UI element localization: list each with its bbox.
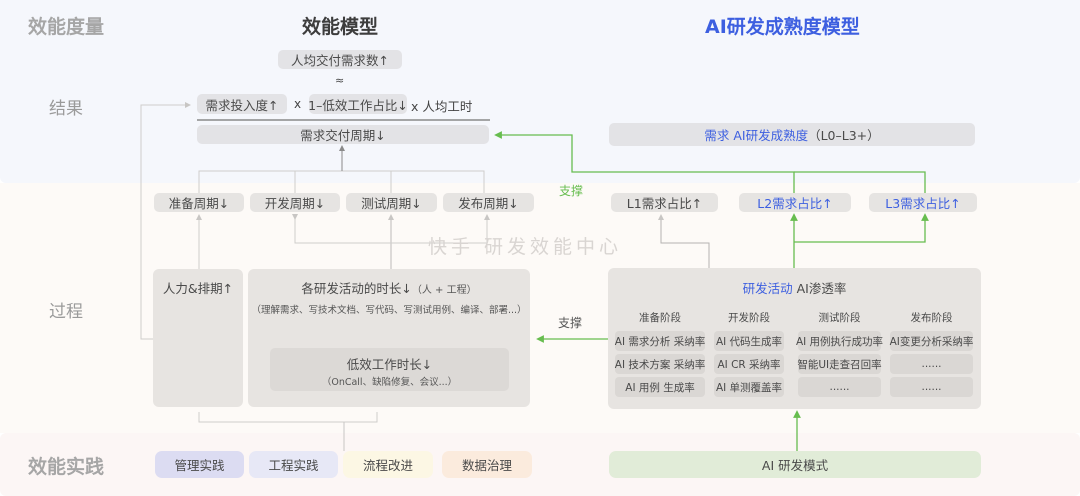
- practice-process-improvement: 流程改进: [343, 451, 433, 478]
- stage-dev: 开发阶段: [728, 312, 770, 324]
- metric-cell: AI CR 采纳率: [714, 354, 784, 374]
- activities-suffix: （人 + 工程）: [411, 285, 477, 296]
- ai-maturity-label: 需求 AI研发成熟度: [704, 128, 809, 143]
- metric-cell: AI变更分析采纳率: [890, 331, 973, 351]
- dev-cycle-box: 开发周期↓: [250, 193, 340, 212]
- activities-title-label: 各研发活动的时长↓: [301, 281, 412, 296]
- practice-management: 管理实践: [155, 451, 244, 478]
- metric-cell: AI 代码生成率: [714, 331, 784, 351]
- activities-box: 各研发活动的时长↓（人 + 工程） （理解需求、写技术文档、写代码、写测试用例、…: [248, 269, 530, 407]
- ai-maturity-range: （L0–L3+）: [808, 128, 880, 143]
- approx-sign: ≈: [335, 74, 345, 87]
- metric-cell: AI 技术方案 采纳率: [615, 354, 705, 374]
- activities-title: 各研发活动的时长↓（人 + 工程）: [248, 278, 530, 297]
- result-band: [0, 0, 1080, 183]
- ai-penetration-title: 研发活动 AI渗透率: [608, 278, 981, 297]
- ai-penetration-box: 研发活动 AI渗透率 准备阶段 开发阶段 测试阶段 发布阶段 AI 需求分析 采…: [608, 268, 981, 409]
- l2-ratio-box: L2需求占比↑: [739, 193, 851, 212]
- l3-ratio-box: L3需求占比↑: [869, 193, 977, 212]
- row-label-result: 结果: [49, 99, 83, 119]
- l1-ratio-box: L1需求占比↑: [611, 193, 718, 212]
- ai-penetration-suffix: AI渗透率: [792, 281, 847, 296]
- metric-cell: AI 需求分析 采纳率: [615, 331, 705, 351]
- row-label-process: 过程: [49, 302, 83, 322]
- demand-investment-box: 需求投入度↑: [197, 94, 287, 114]
- low-eff-examples: （OnCall、缺陷修复、会议...）: [321, 377, 458, 388]
- low-eff-ratio-box: 1–低效工作占比↓: [308, 94, 408, 114]
- low-eff-title: 低效工作时长↓: [346, 357, 433, 372]
- metric-cell: ......: [890, 354, 973, 374]
- practice-engineering: 工程实践: [249, 451, 338, 478]
- ai-maturity-box: 需求 AI研发成熟度（L0–L3+）: [609, 123, 975, 146]
- stage-prep: 准备阶段: [639, 312, 681, 324]
- manpower-label: 人力&排期↑: [162, 281, 234, 296]
- stage-release: 发布阶段: [910, 312, 953, 324]
- activities-examples: （理解需求、写技术文档、写代码、写测试用例、编译、部署...）: [251, 305, 527, 316]
- ai-penetration-prefix: 研发活动: [742, 281, 793, 296]
- ai-dev-mode-box: AI 研发模式: [609, 451, 981, 478]
- metric-cell: ......: [798, 377, 881, 397]
- per-capita-delivered-box: 人均交付需求数↑: [278, 50, 402, 69]
- per-capita-hours: x 人均工时: [411, 96, 472, 115]
- times-sign-1: x: [294, 97, 302, 111]
- support-label-mid: 支撑: [558, 316, 583, 330]
- manpower-box: 人力&排期↑: [153, 269, 243, 407]
- metric-cell: ......: [890, 377, 973, 397]
- metric-cell: AI 用例执行成功率: [796, 331, 883, 351]
- release-cycle-box: 发布周期↓: [443, 193, 534, 212]
- low-eff-box: 低效工作时长↓ （OnCall、缺陷修复、会议...）: [270, 348, 509, 391]
- efficiency-model-title: 效能模型: [302, 16, 379, 38]
- times-sign-2: x: [411, 99, 419, 114]
- row-label-measure: 效能度量: [27, 16, 104, 38]
- practice-data-governance: 数据治理: [442, 451, 532, 478]
- test-cycle-box: 测试周期↓: [346, 193, 437, 212]
- metric-cell: AI 单测覆盖率: [714, 377, 784, 397]
- metric-cell: 智能UI走查召回率: [797, 354, 882, 374]
- per-capita-hours-label: 人均工时: [422, 99, 473, 114]
- stage-test: 测试阶段: [818, 312, 861, 324]
- watermark: 快手 研发效能中心: [428, 236, 623, 258]
- row-label-practice: 效能实践: [27, 456, 104, 478]
- metric-cell: AI 用例 生成率: [615, 377, 705, 397]
- delivery-cycle-box: 需求交付周期↓: [197, 125, 489, 144]
- support-label-top: 支撑: [559, 184, 584, 198]
- ai-maturity-model-title: AI研发成熟度模型: [705, 16, 860, 38]
- prep-cycle-box: 准备周期↓: [154, 193, 244, 212]
